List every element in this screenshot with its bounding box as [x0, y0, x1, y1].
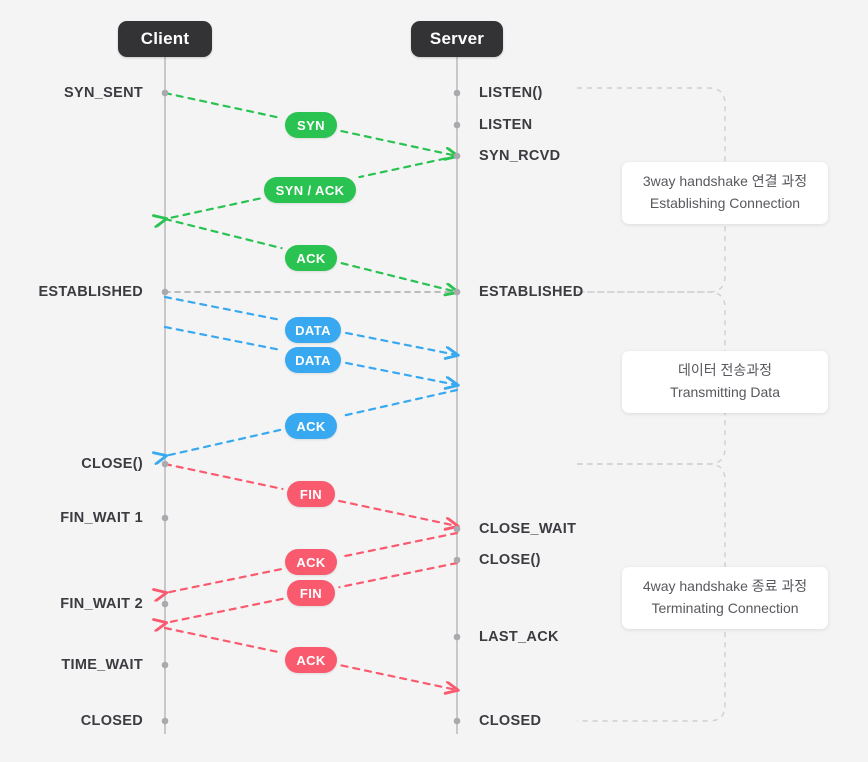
- message-pill-syn-ack[interactable]: SYN / ACK: [264, 177, 356, 203]
- note-establishing-connection: 3way handshake 연결 과정 Establishing Connect…: [622, 162, 828, 224]
- state-dot-client-4: [161, 600, 169, 608]
- message-pill-ack[interactable]: ACK: [285, 549, 337, 575]
- server-state-label-last-ack: LAST_ACK: [479, 629, 559, 645]
- lane-header-server-label: Server: [429, 29, 485, 48]
- message-pill-fin[interactable]: FIN: [287, 481, 335, 507]
- message-arrow-data-3: [163, 295, 457, 355]
- state-dot-server-5: [453, 556, 461, 564]
- message-pill-data[interactable]: DATA: [285, 317, 341, 343]
- note-title-en: Terminating Connection: [651, 600, 799, 616]
- message-pill-data[interactable]: DATA: [285, 347, 341, 373]
- client-state-label-fin-wait-1: FIN_WAIT 1: [60, 510, 143, 526]
- state-dot-server-0: [453, 89, 461, 97]
- note-title-ko: 4way handshake 종료 과정: [642, 578, 808, 595]
- message-arrow-ack-2: [163, 217, 457, 292]
- state-dot-client-0: [161, 89, 169, 97]
- client-state-label-time-wait: TIME_WAIT: [61, 657, 143, 673]
- message-arrow-fin-6: [163, 462, 457, 526]
- state-dot-client-3: [161, 514, 169, 522]
- lane-header-client-label: Client: [140, 29, 190, 48]
- message-pill-ack[interactable]: ACK: [285, 647, 337, 673]
- client-state-label-closed: CLOSED: [80, 713, 143, 729]
- state-dot-server-7: [453, 717, 461, 725]
- server-state-label-established: ESTABLISHED: [479, 284, 584, 300]
- state-dot-client-1: [161, 288, 169, 296]
- state-dot-client-6: [161, 717, 169, 725]
- message-arrow-syn-0: [163, 91, 457, 156]
- server-state-label-syn-rcvd: SYN_RCVD: [479, 148, 561, 164]
- message-pill-syn[interactable]: SYN: [285, 112, 337, 138]
- state-dot-server-1: [453, 121, 461, 129]
- state-dot-server-3: [453, 288, 461, 296]
- state-dot-client-5: [161, 661, 169, 669]
- server-state-label-close-wait: CLOSE_WAIT: [479, 521, 577, 537]
- lane-header-server[interactable]: Server: [411, 21, 503, 57]
- server-state-label-listen-: LISTEN(): [479, 85, 543, 101]
- note-terminating-connection: 4way handshake 종료 과정 Terminating Connecti…: [622, 567, 828, 629]
- client-state-label-syn-sent: SYN_SENT: [64, 85, 143, 101]
- message-arrow-ack-9: [163, 626, 457, 690]
- note-title-ko: 데이터 전송과정: [677, 362, 773, 379]
- state-dot-server-2: [453, 152, 461, 160]
- message-arrow-data-4: [163, 325, 457, 385]
- message-arrow-syn-ack-1: [165, 154, 459, 219]
- note-title-en: Transmitting Data: [670, 384, 780, 400]
- state-dot-server-6: [453, 633, 461, 641]
- client-state-label-established: ESTABLISHED: [38, 284, 143, 300]
- lane-header-client[interactable]: Client: [118, 21, 212, 57]
- server-state-label-listen: LISTEN: [479, 117, 533, 133]
- state-dot-client-2: [161, 460, 169, 468]
- message-pill-ack[interactable]: ACK: [285, 413, 337, 439]
- message-pill-ack[interactable]: ACK: [285, 245, 337, 271]
- note-title-ko: 3way handshake 연결 과정: [642, 173, 808, 190]
- note-title-en: Establishing Connection: [649, 195, 801, 211]
- note-transmitting-data: 데이터 전송과정 Transmitting Data: [622, 351, 828, 413]
- message-arrow-ack-7: [165, 531, 459, 593]
- message-pill-fin[interactable]: FIN: [287, 580, 335, 606]
- server-state-label-close-: CLOSE(): [479, 552, 541, 568]
- client-state-label-close-: CLOSE(): [81, 456, 143, 472]
- message-arrow-fin-8: [165, 561, 459, 623]
- state-dot-server-4: [453, 525, 461, 533]
- client-state-label-fin-wait-2: FIN_WAIT 2: [60, 596, 143, 612]
- message-arrow-ack-5: [165, 388, 459, 456]
- server-state-label-closed: CLOSED: [479, 713, 542, 729]
